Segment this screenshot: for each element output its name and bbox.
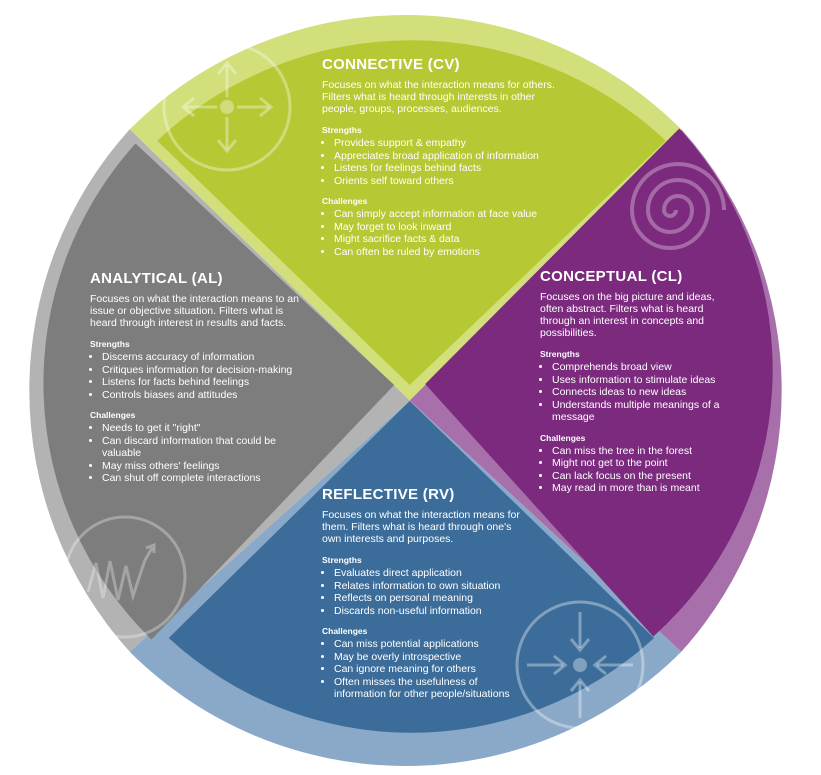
analytical-description: Focuses on what the interaction means to… (90, 293, 299, 329)
connective-description: Focuses on what the interaction means fo… (322, 79, 555, 115)
connective-quadrant (157, 40, 666, 385)
list-item: Discards non-useful information (334, 605, 532, 618)
list-item: Provides support & empathy (334, 137, 572, 150)
list-item: May read in more than is meant (552, 482, 738, 495)
connective-section: CONNECTIVE (CV) Focuses on what the inte… (322, 56, 572, 267)
reflective-section: REFLECTIVE (RV) Focuses on what the inte… (322, 486, 532, 710)
line-graph-icon (63, 515, 187, 639)
list-item: Connects ideas to new ideas (552, 386, 738, 399)
conceptual-description: Focuses on the big picture and ideas, of… (540, 291, 715, 339)
list-item: Understands multiple meanings of a messa… (552, 399, 738, 424)
list-item: Relates information to own situation (334, 580, 532, 593)
list-item: Can miss the tree in the forest (552, 445, 738, 458)
reflective-challenges-list: Can miss potential applications May be o… (322, 638, 532, 701)
conceptual-strengths-label: Strengths (540, 349, 580, 359)
list-item: Can discard information that could be va… (102, 435, 302, 460)
reflective-quadrant (168, 401, 654, 733)
analytical-section: ANALYTICAL (AL) Focuses on what the inte… (90, 270, 302, 494)
list-item: Listens for feelings behind facts (334, 162, 572, 175)
arrows-outward-icon (162, 42, 292, 172)
list-item: Can simply accept information at face va… (334, 208, 572, 221)
connective-strengths-label: Strengths (322, 125, 362, 135)
analytical-challenges-list: Needs to get it "right" Can discard info… (90, 422, 302, 485)
list-item: Evaluates direct application (334, 567, 532, 580)
analytical-quadrant (43, 143, 395, 640)
conceptual-strengths-list: Comprehends broad view Uses information … (540, 361, 738, 424)
list-item: Can ignore meaning for others (334, 663, 532, 676)
list-item: May be overly introspective (334, 651, 532, 664)
list-item: Appreciates broad application of informa… (334, 150, 572, 163)
conceptual-title: CONCEPTUAL (CL) (540, 268, 683, 285)
reflective-description: Focuses on what the interaction means fo… (322, 509, 520, 545)
connective-challenges-label: Challenges (322, 196, 368, 206)
conceptual-challenges-label: Challenges (540, 432, 586, 443)
analytical-challenges-label: Challenges (90, 410, 136, 420)
list-item: Controls biases and attitudes (102, 389, 302, 402)
list-item: Critiques information for decision-makin… (102, 364, 302, 377)
connective-title: CONNECTIVE (CV) (322, 56, 460, 73)
list-item: Can often be ruled by emotions (334, 246, 572, 259)
list-item: May forget to look inward (334, 221, 572, 234)
list-item: Reflects on personal meaning (334, 592, 532, 605)
list-item: Can lack focus on the present (552, 470, 738, 483)
list-item: Needs to get it "right" (102, 422, 302, 435)
list-item: Comprehends broad view (552, 361, 738, 374)
list-item: Might sacrifice facts & data (334, 233, 572, 246)
list-item: Can miss potential applications (334, 638, 532, 651)
list-item: Can shut off complete interactions (102, 472, 302, 485)
reflective-strengths-list: Evaluates direct application Relates inf… (322, 567, 532, 617)
arrows-inward-icon (515, 600, 645, 730)
list-item: Orients self toward others (334, 175, 572, 188)
conceptual-quadrant (425, 128, 773, 637)
list-item: Listens for facts behind feelings (102, 376, 302, 389)
list-item: Might not get to the point (552, 457, 738, 470)
connective-challenges-list: Can simply accept information at face va… (322, 208, 572, 258)
reflective-strengths-label: Strengths (322, 555, 362, 565)
list-item: Uses information to stimulate ideas (552, 374, 738, 387)
connective-strengths-list: Provides support & empathy Appreciates b… (322, 137, 572, 187)
reflective-title: REFLECTIVE (RV) (322, 486, 455, 503)
conceptual-challenges-list: Can miss the tree in the forest Might no… (540, 445, 738, 495)
list-item: Discerns accuracy of information (102, 351, 302, 364)
list-item: Often misses the usefulness of informati… (334, 676, 532, 701)
analytical-strengths-label: Strengths (90, 339, 130, 349)
reflective-challenges-label: Challenges (322, 626, 368, 636)
wheel-quadrants (43, 40, 773, 733)
conceptual-section: CONCEPTUAL (CL) Focuses on the big pictu… (540, 268, 738, 504)
analytical-strengths-list: Discerns accuracy of information Critiqu… (90, 351, 302, 401)
list-item: May miss others' feelings (102, 460, 302, 473)
spiral-icon (629, 162, 726, 250)
analytical-title: ANALYTICAL (AL) (90, 270, 223, 287)
